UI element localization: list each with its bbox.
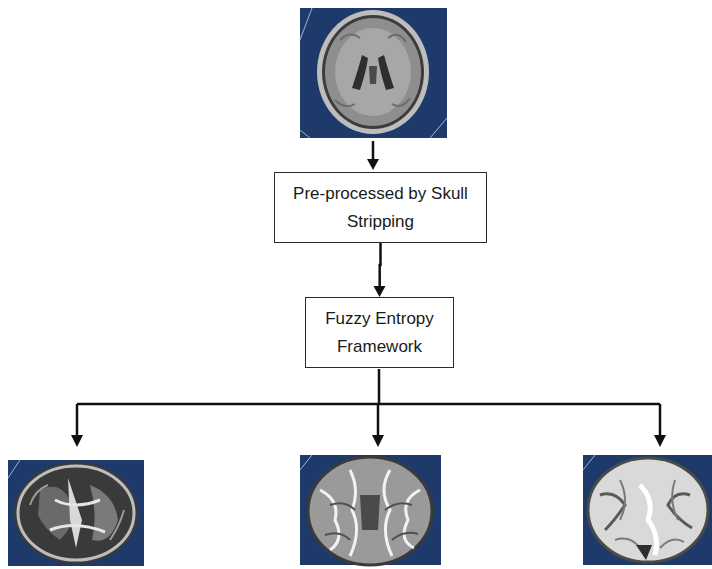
input-mri-image (300, 8, 447, 138)
flow-arrows (71, 141, 666, 447)
box-label: Fuzzy Entropy Framework (316, 305, 443, 359)
output-image-1 (8, 460, 144, 566)
process-box: Pre-processed by Skull Stripping (274, 172, 487, 243)
flow-arrow (374, 243, 386, 297)
box-label: Pre-processed by Skull Stripping (285, 180, 476, 234)
output-image-2 (300, 455, 441, 565)
output-image-3 (583, 455, 712, 565)
process-box: Fuzzy Entropy Framework (305, 297, 454, 368)
